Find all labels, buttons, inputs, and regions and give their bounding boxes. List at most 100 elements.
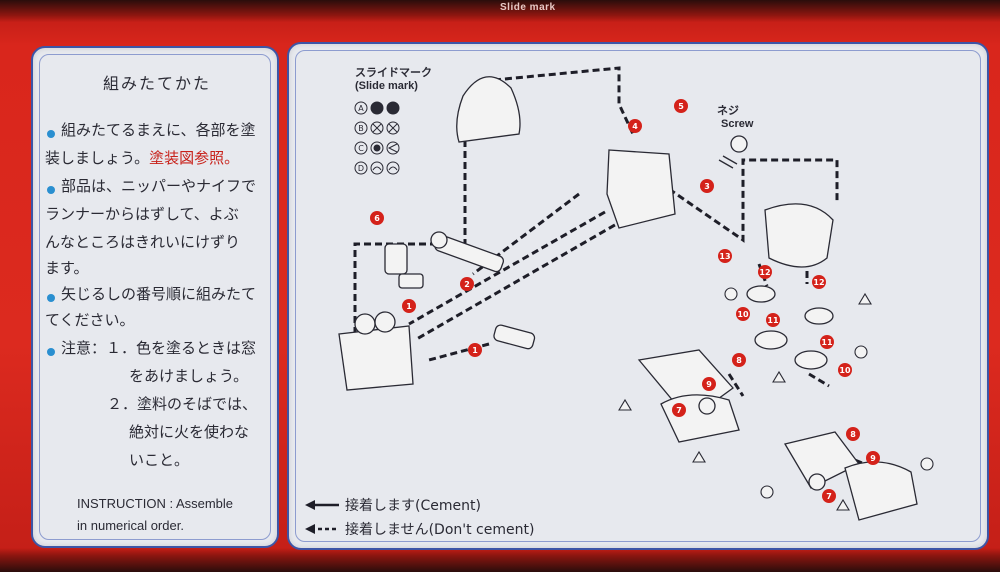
slide-letters: A B C D bbox=[358, 104, 364, 173]
svg-text:7: 7 bbox=[676, 406, 682, 415]
caution-line: いこと。 bbox=[129, 451, 190, 469]
frame-part bbox=[606, 149, 676, 229]
slide-mark-legend bbox=[354, 101, 400, 175]
step-badge: 12 bbox=[812, 275, 826, 289]
step-badge: 12 bbox=[758, 265, 772, 279]
bullet-icon bbox=[47, 186, 55, 194]
bullet-icon bbox=[47, 130, 55, 138]
step-badge: 6 bbox=[370, 211, 384, 225]
step-badge: 3 bbox=[700, 179, 714, 193]
nose-cone-part bbox=[456, 76, 521, 143]
clip-part bbox=[493, 324, 536, 350]
svg-text:6: 6 bbox=[374, 214, 380, 223]
wheel-part bbox=[804, 307, 834, 325]
instructions-border bbox=[39, 54, 271, 540]
screw-head bbox=[730, 135, 748, 153]
instruction-line: てください。 bbox=[45, 311, 135, 329]
step-badge: 2 bbox=[460, 277, 474, 291]
wheel-part bbox=[794, 350, 828, 370]
svg-text:10: 10 bbox=[839, 366, 851, 375]
box-top-edge bbox=[0, 0, 1000, 22]
svg-text:2: 2 bbox=[464, 280, 470, 289]
slide-mark-subtitle: (Slide mark) bbox=[355, 80, 418, 92]
slide-letter: A bbox=[358, 104, 364, 113]
svg-text:8: 8 bbox=[736, 356, 742, 365]
svg-text:5: 5 bbox=[678, 102, 684, 111]
instruction-line: 組みたてるまえに、各部を塗 bbox=[61, 121, 256, 139]
svg-text:7: 7 bbox=[826, 492, 832, 501]
step-badge: 4 bbox=[628, 119, 642, 133]
body-part bbox=[338, 325, 414, 391]
step-badge: 11 bbox=[820, 335, 834, 349]
wheel-part bbox=[746, 285, 776, 303]
instruction-english: INSTRUCTION : Assemble bbox=[77, 496, 234, 511]
step-badge: 13 bbox=[718, 249, 732, 263]
diagram-border bbox=[295, 50, 981, 542]
slide-letter: D bbox=[358, 164, 364, 173]
slide-mark-title: スライドマーク bbox=[355, 66, 432, 79]
legend-cement: 接着します(Cement) bbox=[345, 498, 481, 514]
caution-line: ２．塗料のそばでは、 bbox=[107, 395, 258, 413]
markers bbox=[618, 287, 934, 511]
instruction-text: 装しましょう。 bbox=[45, 149, 150, 167]
instructions-title: 組みたてかた bbox=[103, 74, 212, 93]
instruction-line: 装しましょう。塗装図参照。 bbox=[45, 148, 239, 168]
instruction-line: ます。 bbox=[45, 259, 89, 277]
caution-line: 注意：１．色を塗るときは窓 bbox=[61, 339, 257, 357]
assembly-diagram: A B C D bbox=[305, 66, 934, 534]
screw-label-jp: ネジ bbox=[717, 104, 739, 117]
svg-text:13: 13 bbox=[719, 252, 730, 261]
box-bottom-edge bbox=[0, 548, 1000, 572]
step-badge: 1 bbox=[402, 299, 416, 313]
parts bbox=[338, 76, 918, 521]
legend-arrows bbox=[305, 500, 339, 534]
bullet-icon bbox=[47, 348, 55, 356]
svg-text:9: 9 bbox=[870, 454, 876, 463]
instruction-line: 部品は、ニッパーやナイフで bbox=[61, 177, 257, 195]
legend-no-cement: 接着しません(Don't cement) bbox=[345, 522, 535, 538]
paint-reference: 塗装図参照。 bbox=[149, 149, 240, 167]
svg-text:4: 4 bbox=[632, 122, 638, 131]
step-badge: 9 bbox=[702, 377, 716, 391]
screw-part bbox=[718, 155, 738, 169]
step-badge: 9 bbox=[866, 451, 880, 465]
step-badge: 10 bbox=[736, 307, 750, 321]
svg-text:10: 10 bbox=[737, 310, 749, 319]
instruction-line: 矢じるしの番号順に組みたて bbox=[61, 285, 257, 303]
step-badges: 1 1 2 3 4 5 6 7 7 8 8 9 9 10 10 11 11 12… bbox=[370, 99, 880, 503]
svg-text:9: 9 bbox=[706, 380, 712, 389]
wheel-part bbox=[754, 330, 788, 350]
washer-part bbox=[808, 473, 826, 491]
instruction-english: in numerical order. bbox=[77, 518, 184, 533]
svg-text:11: 11 bbox=[767, 316, 779, 325]
instructions-panel: 組みたてかた 組みたてるまえに、各部を塗 装しましょう。塗装図参照。 部品は、ニ… bbox=[31, 46, 279, 548]
slide-letter: C bbox=[358, 144, 364, 153]
step-badge: 7 bbox=[822, 489, 836, 503]
washer-part bbox=[698, 397, 716, 415]
diagram-panel: スライドマーク (Slide mark) ネジ Screw A B C D bbox=[287, 42, 989, 550]
step-badge: 8 bbox=[846, 427, 860, 441]
cockpit-part bbox=[764, 203, 834, 268]
svg-text:1: 1 bbox=[406, 302, 412, 311]
svg-text:11: 11 bbox=[821, 338, 833, 347]
step-badge: 1 bbox=[468, 343, 482, 357]
svg-text:8: 8 bbox=[850, 430, 856, 439]
nozzle-part bbox=[384, 243, 408, 275]
instruction-line: ランナーからはずして、よぶ bbox=[45, 205, 239, 223]
slide-letter: B bbox=[358, 124, 364, 133]
step-badge: 5 bbox=[674, 99, 688, 113]
step-badge: 8 bbox=[732, 353, 746, 367]
caution-line: をあけましょう。 bbox=[129, 367, 249, 385]
screw-label-en: Screw bbox=[721, 118, 754, 130]
step-badge: 7 bbox=[672, 403, 686, 417]
slide-mark-tab: Slide mark bbox=[500, 2, 556, 13]
caution-line: 絶対に火を使わな bbox=[129, 423, 250, 441]
step-badge: 11 bbox=[766, 313, 780, 327]
svg-text:3: 3 bbox=[704, 182, 710, 191]
svg-text:1: 1 bbox=[472, 346, 478, 355]
step-badge: 10 bbox=[838, 363, 852, 377]
svg-text:12: 12 bbox=[813, 278, 824, 287]
bullet-icon bbox=[47, 294, 55, 302]
pod-part bbox=[844, 461, 918, 521]
